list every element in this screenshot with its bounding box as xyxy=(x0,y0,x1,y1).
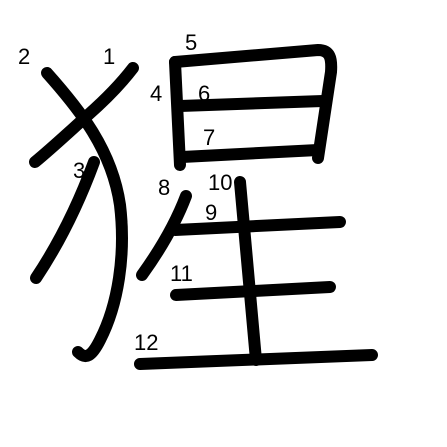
stroke-number-3: 3 xyxy=(73,158,85,183)
stroke-number-7: 7 xyxy=(203,125,215,150)
stroke-2 xyxy=(41,67,128,362)
stroke-number-6: 6 xyxy=(198,81,210,106)
stroke-number-8: 8 xyxy=(158,175,170,200)
stroke-number-11: 11 xyxy=(170,261,193,286)
stroke-number-1: 1 xyxy=(103,44,115,69)
stroke-number-2: 2 xyxy=(18,44,30,69)
stroke-3 xyxy=(30,156,100,284)
stroke-5 xyxy=(169,44,338,164)
stroke-number-4: 4 xyxy=(150,81,162,106)
stroke-numbers: 1 2 3 4 5 6 7 8 9 10 11 12 xyxy=(18,30,232,355)
stroke-number-12: 12 xyxy=(134,330,158,355)
stroke-10 xyxy=(234,176,262,366)
stroke-4 xyxy=(169,56,186,171)
stroke-6 xyxy=(174,95,329,112)
stroke-9 xyxy=(169,216,346,236)
stroke-number-9: 9 xyxy=(205,200,217,225)
strokes xyxy=(29,44,378,370)
stroke-12 xyxy=(134,349,378,370)
stroke-number-5: 5 xyxy=(185,30,197,55)
stroke-number-10: 10 xyxy=(208,170,232,195)
stroke-7 xyxy=(176,144,324,163)
stroke-8 xyxy=(136,190,192,281)
stroke-11 xyxy=(170,281,336,301)
